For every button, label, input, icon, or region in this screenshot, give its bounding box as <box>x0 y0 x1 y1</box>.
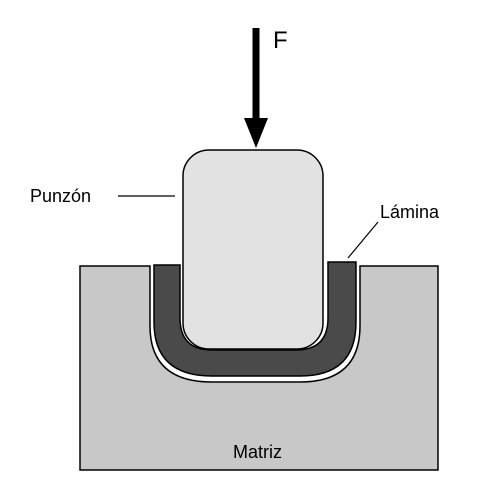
force-label: F <box>273 27 288 54</box>
sheet-leader-line <box>347 221 379 259</box>
punch <box>182 149 324 350</box>
force-arrow-head <box>244 118 268 148</box>
die-block <box>79 265 439 471</box>
sheet-label: Lámina <box>380 202 440 222</box>
sheet-metal <box>153 261 357 377</box>
punch-label: Punzón <box>30 186 91 206</box>
die-label: Matriz <box>233 442 282 462</box>
